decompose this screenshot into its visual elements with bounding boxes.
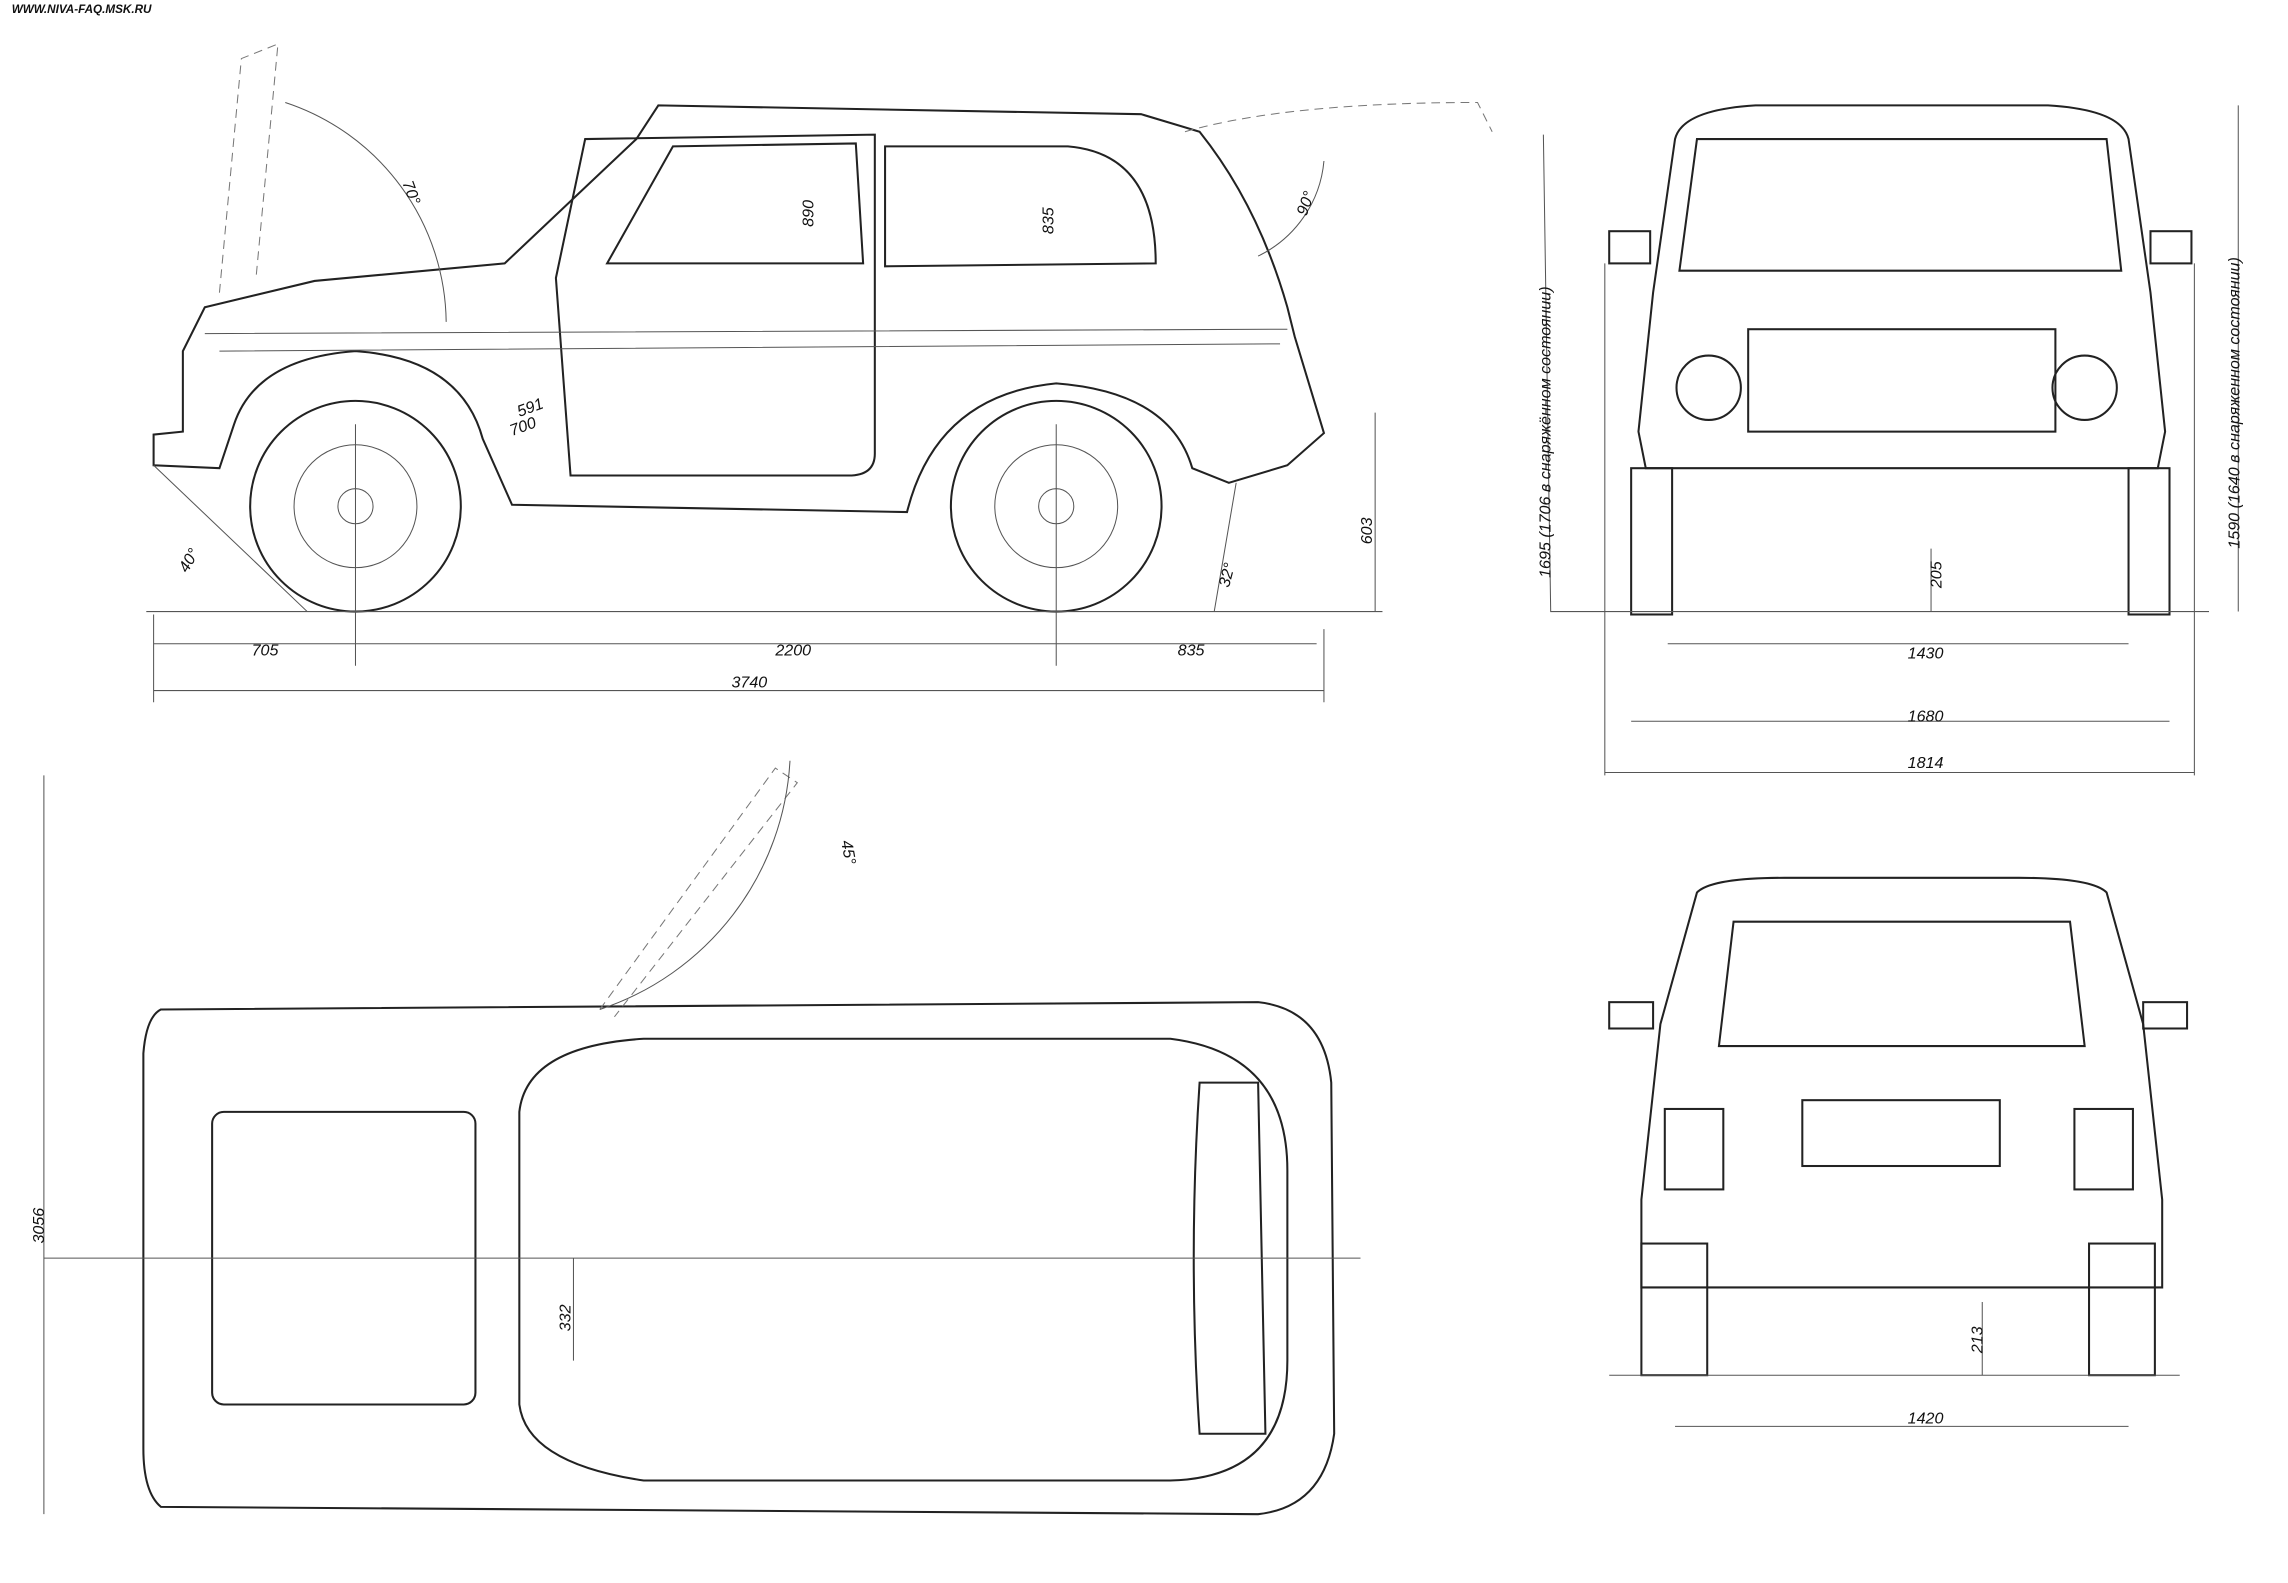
dim-front-ground-clearance: 205 [1927,561,1945,589]
right-tail-light [2073,1107,2134,1191]
side-view: 705 2200 835 3740 603 40° 32° 70° 90° 89… [146,43,1493,703]
side-front-window [605,142,865,265]
rear-glass [1192,1081,1267,1435]
dim-mirror-width: 1814 [1908,754,1944,772]
open-tailgate [1184,101,1493,133]
windshield [1678,138,2123,272]
dim-wheel-center-height: 603 [1358,517,1376,544]
dim-front-track: 1430 [1908,644,1944,662]
dim-top-length: 3056 [30,1208,48,1244]
dim-rear-interior-height: 835 [1039,207,1057,234]
rear-body-outline [1640,876,2164,1289]
right-headlight [2051,354,2118,421]
dim-rear-track: 1420 [1908,1409,1944,1427]
door-opening-angle: 45° [837,839,859,867]
left-tail-light [1663,1107,1725,1191]
left-mirror [1608,230,1652,265]
dim-body-width: 1680 [1908,707,1944,725]
dim-rear-overhang: 835 [1178,641,1205,659]
open-door [599,767,799,1018]
license-plate-area [1801,1099,2001,1168]
left-headlight [1675,354,1742,421]
front-body-outline [1637,104,2167,470]
side-rear-window [884,145,1157,268]
front-height-label: 1695 (1706 в снаряжённом состоянии) [1537,286,1555,577]
watermark-url: WWW.NIVA-FAQ.MSK.RU [12,3,152,16]
right-rear-mirror [2142,1001,2189,1030]
right-mirror [2149,230,2193,265]
top-view: 3056 45° 332 [30,760,1361,1516]
departure-angle: 32° [1215,560,1239,589]
dim-front-interior-height: 890 [799,200,817,227]
dim-offset: 332 [557,1304,575,1331]
left-rear-mirror [1608,1001,1655,1030]
dim-overall-length: 3740 [731,674,767,692]
dim-front-overhang: 705 [252,641,279,659]
side-door [554,133,876,477]
top-body-outline [142,1001,1336,1516]
dim-seat-2: 700 [507,414,538,440]
roof [518,1037,1289,1482]
rear-view: 213 1420 [1608,876,2189,1427]
open-hood [218,43,279,293]
hood-angle: 70° [399,178,424,208]
dim-rear-ground-clearance: 213 [1968,1326,1986,1354]
front-view: 1695 (1706 в снаряжённом состоянии) 1590… [1537,104,2244,776]
grille [1747,328,2057,433]
tailgate-angle: 90° [1293,188,1318,218]
side-body-outline [152,104,1326,514]
front-height-label-right: 1590 (1640 в снаряженном состоянии) [2226,257,2244,548]
approach-angle: 40° [175,545,203,576]
rear-window [1717,920,2086,1048]
dim-wheelbase: 2200 [774,641,811,659]
